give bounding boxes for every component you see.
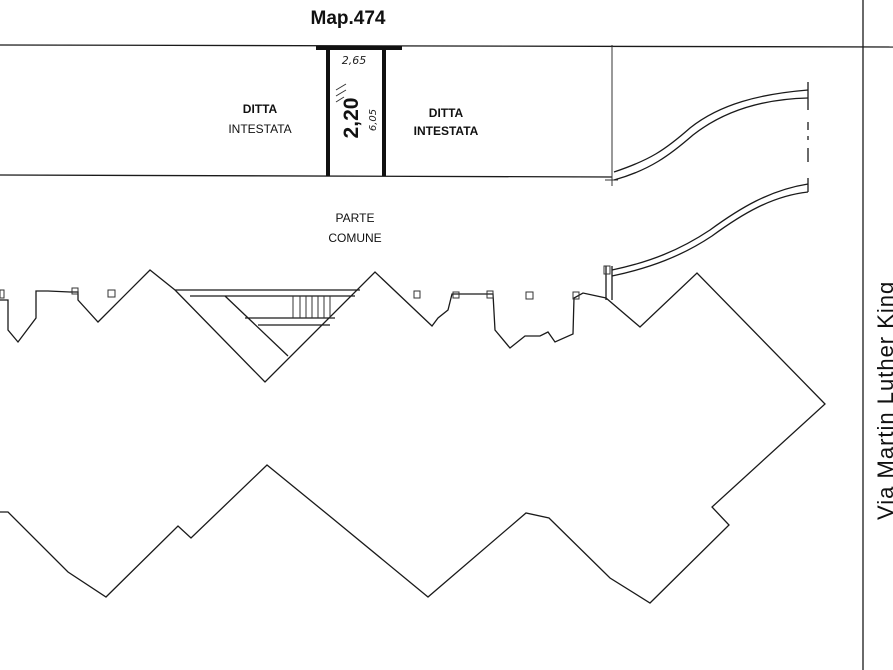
- dimension-width-main: 2,20: [340, 98, 363, 139]
- common-area-label-line1: PARTE: [336, 211, 375, 225]
- driveway-ramps: [605, 82, 809, 300]
- street-label: Via Martin Luther King: [873, 281, 893, 520]
- common-area-label-line2: COMUNE: [328, 231, 381, 245]
- left-unit-label-line2: INTESTATA: [228, 122, 291, 136]
- right-unit-label-line1: DITTA: [429, 106, 464, 120]
- strip-boundaries: [0, 44, 893, 186]
- dimension-width-top: 2,65: [342, 54, 367, 67]
- right-unit-label-line2: INTESTATA: [414, 124, 479, 138]
- left-unit-label-line1: DITTA: [243, 102, 278, 116]
- garage-unit: 2,65 2,20 6,05: [316, 46, 402, 176]
- staircase: [175, 289, 360, 357]
- building-outline: [0, 265, 826, 604]
- map-title: Map.474: [311, 8, 386, 29]
- dimension-side-note: 6,05: [368, 109, 379, 131]
